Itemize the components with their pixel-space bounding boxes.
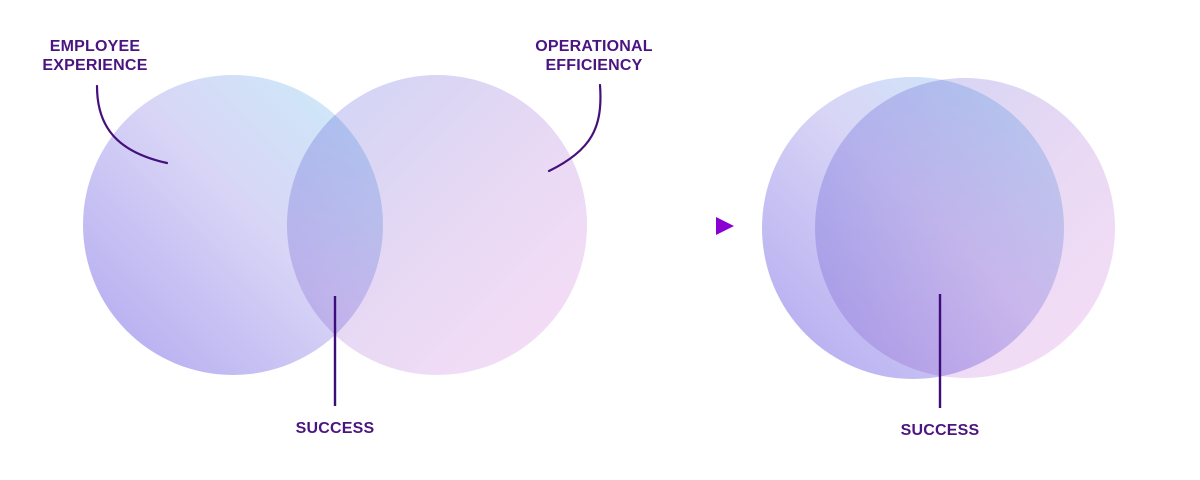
operational-efficiency-label-line2: EFFICIENCY [545,57,643,74]
employee-experience-label: EMPLOYEE EXPERIENCE [30,37,160,75]
success-label-after: SUCCESS [900,422,980,439]
success-label-before: SUCCESS [295,420,375,437]
operational-efficiency-circle [287,75,587,375]
merged-right-circle [815,78,1115,378]
employee-experience-label-line2: EXPERIENCE [42,57,148,74]
operational-efficiency-label-line1: OPERATIONAL [535,38,653,55]
employee-experience-label-line1: EMPLOYEE [49,38,141,55]
operational-efficiency-label: OPERATIONAL EFFICIENCY [514,37,674,75]
